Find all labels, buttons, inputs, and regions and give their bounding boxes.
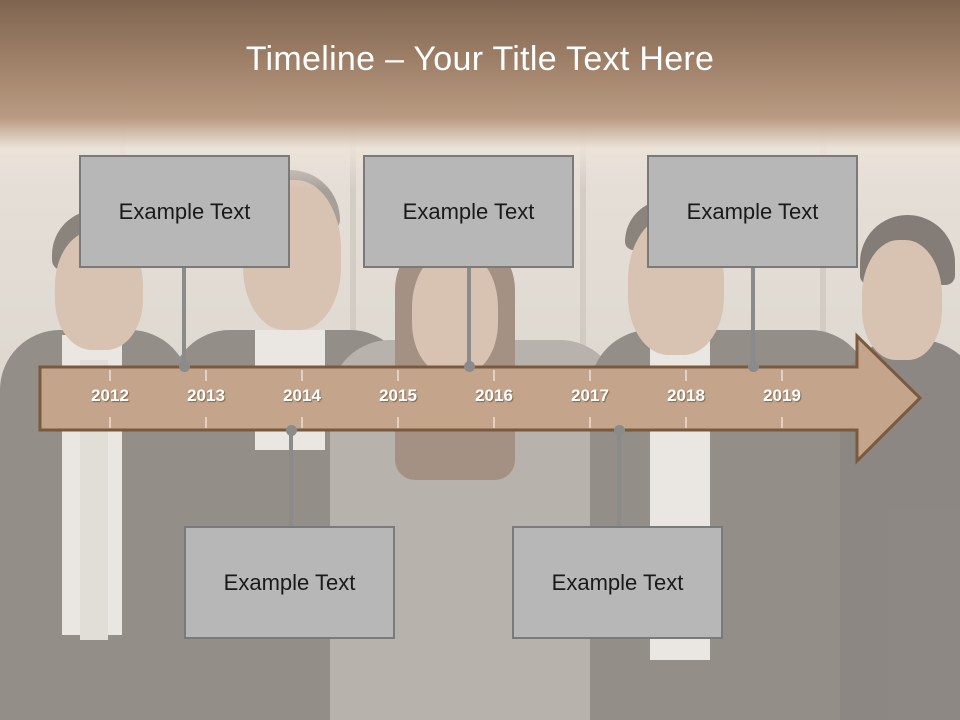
timeline-arrow-shape — [38, 332, 923, 465]
connector-line — [467, 268, 471, 365]
connector-line — [289, 430, 293, 526]
connector-dot — [463, 360, 475, 372]
callout-box-bottom-1[interactable]: Example Text — [184, 526, 395, 639]
connector-line — [751, 268, 755, 365]
callout-box-top-3[interactable]: Example Text — [647, 155, 858, 268]
year-label-2013: 2013 — [187, 386, 225, 405]
callout-box-top-2[interactable]: Example Text — [363, 155, 574, 268]
slide-title: Timeline – Your Title Text Here — [245, 40, 715, 78]
connector-line — [617, 430, 621, 526]
year-label-2012: 2012 — [91, 386, 129, 405]
callout-box-bottom-2[interactable]: Example Text — [512, 526, 723, 639]
connector-dot — [178, 360, 190, 372]
connector-dot — [747, 360, 759, 372]
year-label-2019: 2019 — [763, 386, 801, 405]
window-frame — [820, 110, 826, 440]
year-label-2014: 2014 — [283, 386, 321, 405]
year-label-2018: 2018 — [667, 386, 705, 405]
year-label-2017: 2017 — [571, 386, 609, 405]
connector-dot — [613, 424, 625, 436]
year-label-2015: 2015 — [379, 386, 417, 405]
window-frame — [580, 110, 586, 440]
callout-box-top-1[interactable]: Example Text — [79, 155, 290, 268]
year-ticks — [109, 370, 783, 428]
connector-dot — [285, 424, 297, 436]
window-frame — [350, 110, 356, 440]
connector-line — [182, 268, 186, 365]
year-label-2016: 2016 — [475, 386, 513, 405]
